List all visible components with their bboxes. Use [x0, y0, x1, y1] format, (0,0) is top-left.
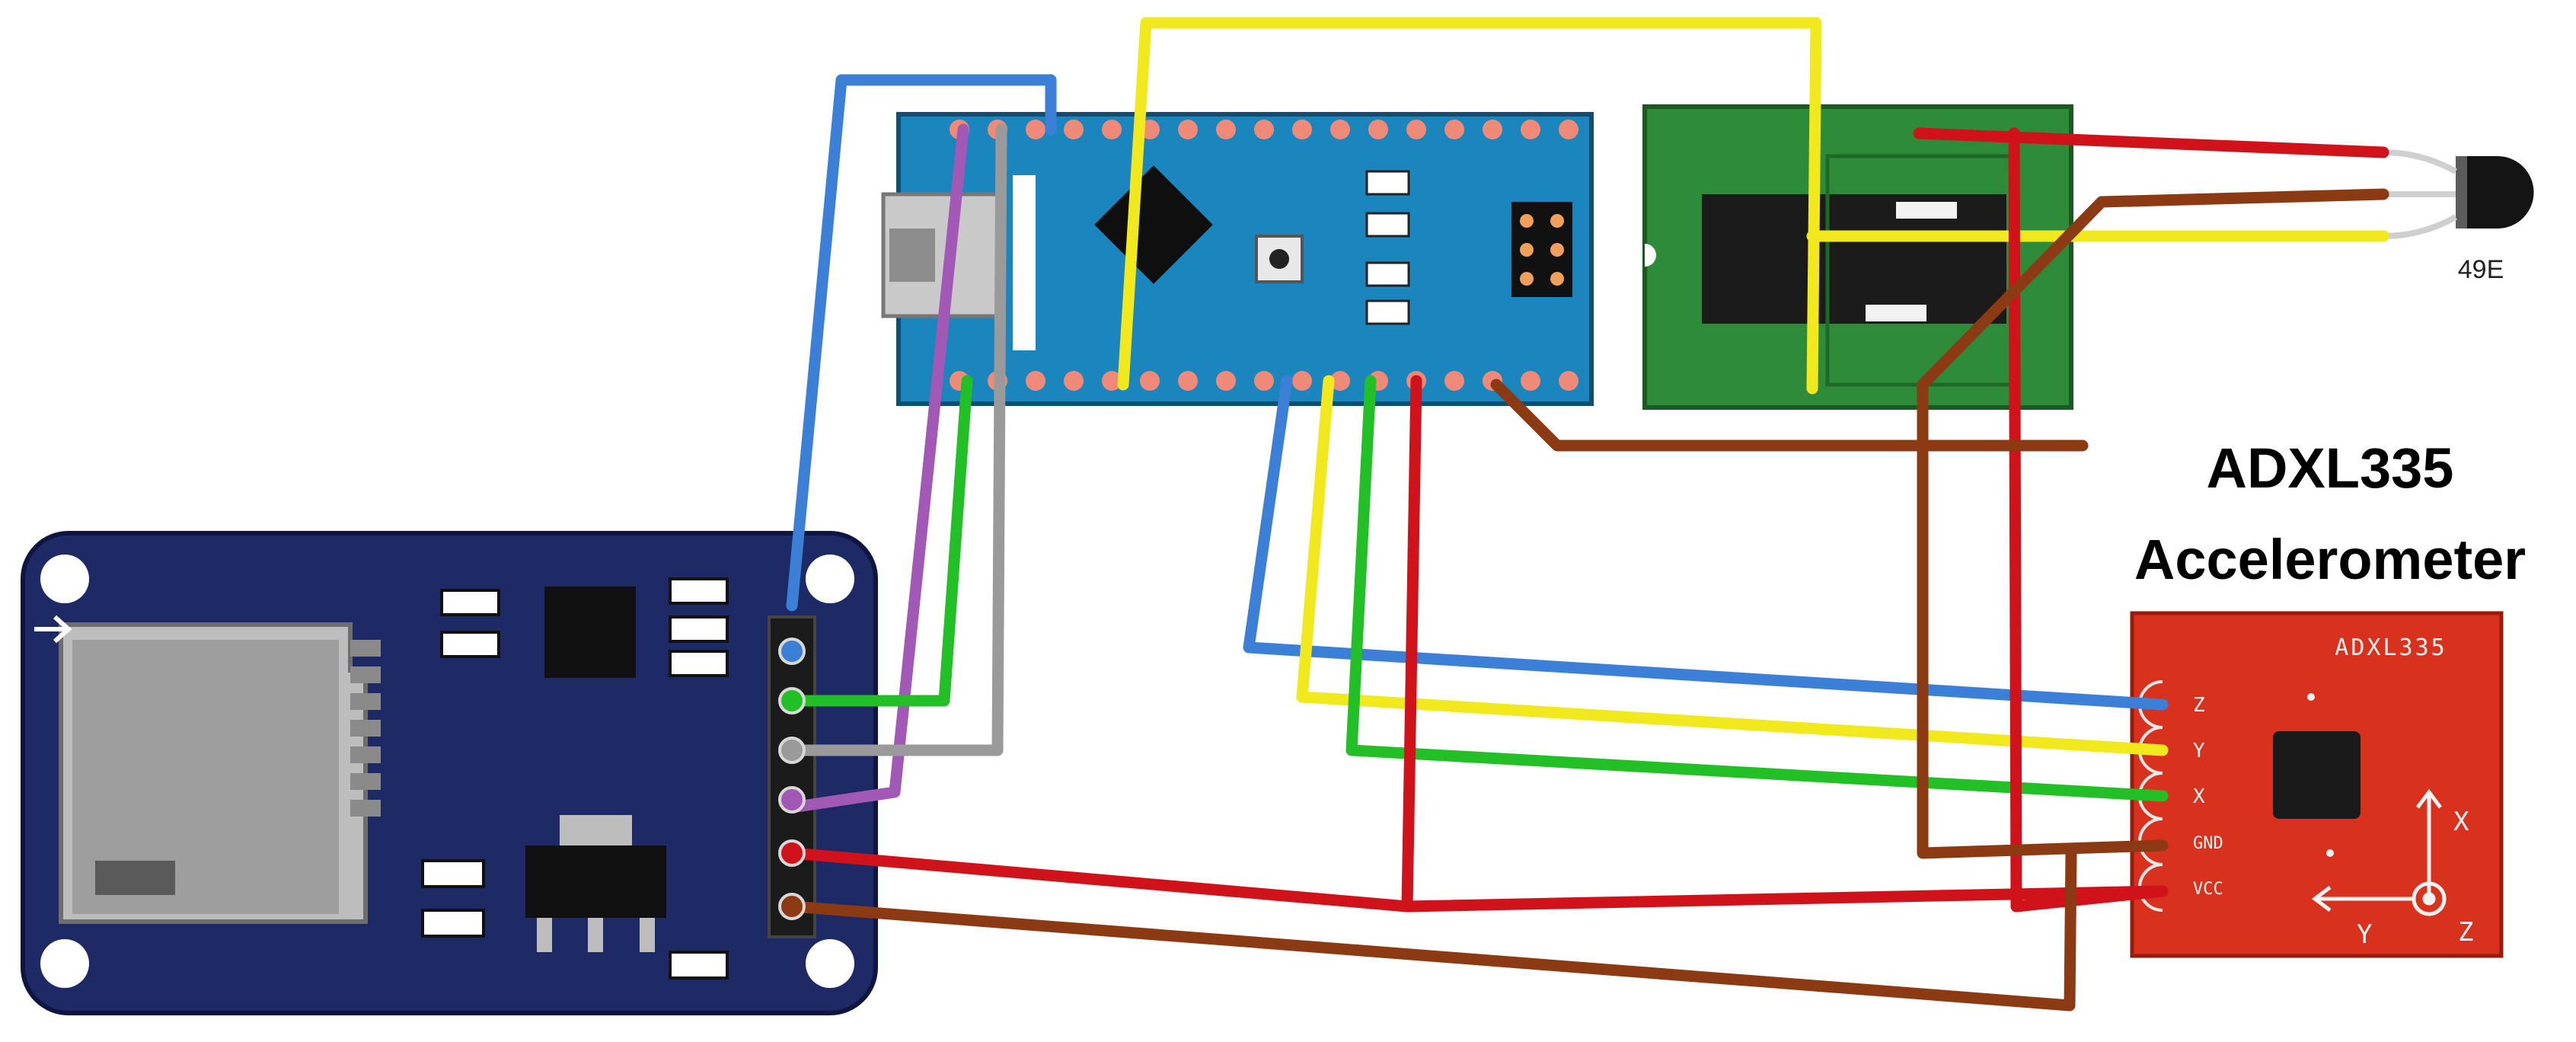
adxl-dot: [2307, 693, 2315, 701]
wire-red-adxl-vcc-stub: [2010, 885, 2169, 913]
wire-yellow-relay: [1117, 17, 1822, 395]
relay-body: [1702, 194, 2006, 324]
sd-mount-hole: [806, 939, 854, 988]
wires: [786, 17, 2389, 1012]
relay-notch: [1645, 244, 1656, 267]
hall-sensor-body: [2463, 156, 2534, 229]
wire-blue-z: [1243, 375, 2169, 711]
axis-label-z: Z: [2458, 917, 2473, 948]
sd-mount-hole: [40, 939, 89, 988]
wire-yellow-y: [1296, 375, 2169, 756]
mcu-chip: [1094, 165, 1213, 284]
relay-pad: [1896, 202, 1957, 219]
wire-green-x: [1345, 375, 2169, 802]
wire-red-sd-vcc: [786, 847, 2169, 913]
adxl335-module: ADXL335 Z Y X GND VCC X Y Z: [2130, 611, 2504, 958]
adxl-board-label: ADXL335: [2335, 634, 2447, 661]
wire-purple-spi: [786, 123, 969, 813]
sd-regulator-leg: [588, 918, 603, 952]
wire-gray-spi: [786, 123, 1007, 756]
arduino-nano: [881, 112, 1594, 406]
axis-label-x: X: [2453, 807, 2469, 837]
adxl-pin-label-z: Z: [2193, 694, 2205, 717]
sd-card-module: [21, 531, 878, 1015]
sd-regulator-tab: [560, 815, 632, 845]
usb-port-inner: [889, 229, 935, 282]
nano-leds: [1365, 170, 1410, 325]
relay-pad: [1866, 305, 1926, 321]
sd-chip: [544, 587, 636, 678]
wire-brown-hall: [1917, 188, 2389, 391]
sd-mount-hole: [806, 555, 854, 603]
arrow-icon: [34, 615, 72, 644]
adxl-pin-label-y: Y: [2193, 740, 2205, 762]
wire-red-nano-down: [1401, 375, 1422, 913]
sd-regulator-leg: [537, 918, 552, 952]
wire-red-hall: [1913, 127, 2389, 158]
wire-brown-adxl-gnd: [1917, 379, 2169, 859]
hall-sensor-leads: [2383, 149, 2457, 239]
sd-card-contacts: [350, 640, 381, 817]
sd-card-notch: [95, 861, 175, 895]
sd-smd-parts: [421, 577, 729, 980]
axis-indicator-icon: [2311, 788, 2447, 916]
hall-sensor: 49E: [2383, 149, 2534, 284]
wire-brown-sd-gnd: [786, 847, 2077, 1012]
reset-area: [1013, 175, 1036, 350]
accelerometer-title-line1: ADXL335: [2207, 436, 2454, 500]
adxl-dot: [2326, 849, 2334, 857]
sd-mount-hole: [40, 555, 89, 603]
accelerometer-title-line2: Accelerometer: [2134, 528, 2526, 591]
hall-sensor-label: 49E: [2458, 255, 2504, 284]
wire-red-relay-vertical: [2008, 127, 2022, 913]
hall-sensor-face: [2456, 156, 2467, 229]
sd-regulator-leg: [640, 918, 655, 952]
axis-label-y: Y: [2357, 919, 2372, 950]
relay-module: [1642, 104, 2073, 410]
sd-regulator: [525, 845, 666, 918]
wire-green-spi: [786, 375, 973, 707]
wire-brown-nano-gnd: [1490, 379, 2089, 452]
adxl-chip: [2273, 731, 2361, 819]
wire-blue-spi: [786, 74, 1057, 612]
icsp-pins: [1520, 214, 1564, 286]
sd-pin-header: [768, 615, 816, 938]
adxl-pin-label-vcc: VCC: [2193, 880, 2223, 899]
sd-header-pins: [778, 638, 806, 920]
adxl-pin-label-x: X: [2193, 785, 2205, 808]
reset-button-cap: [1269, 249, 1289, 269]
adxl-pin-label-gnd: GND: [2193, 834, 2223, 853]
